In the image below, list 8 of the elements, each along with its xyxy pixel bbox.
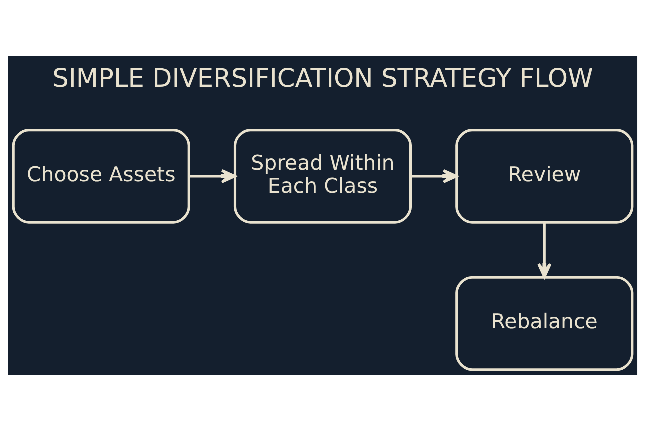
arrow bbox=[410, 169, 458, 184]
node-box: Choose Assets bbox=[12, 129, 190, 224]
arrow bbox=[538, 222, 552, 278]
node-box: Review bbox=[456, 129, 634, 224]
node-box: Spread Within Each Class bbox=[234, 129, 412, 224]
node-box: Rebalance bbox=[456, 276, 634, 372]
arrow bbox=[189, 169, 236, 184]
diagram-title: SIMPLE DIVERSIFICATION STRATEGY FLOW bbox=[52, 64, 594, 94]
